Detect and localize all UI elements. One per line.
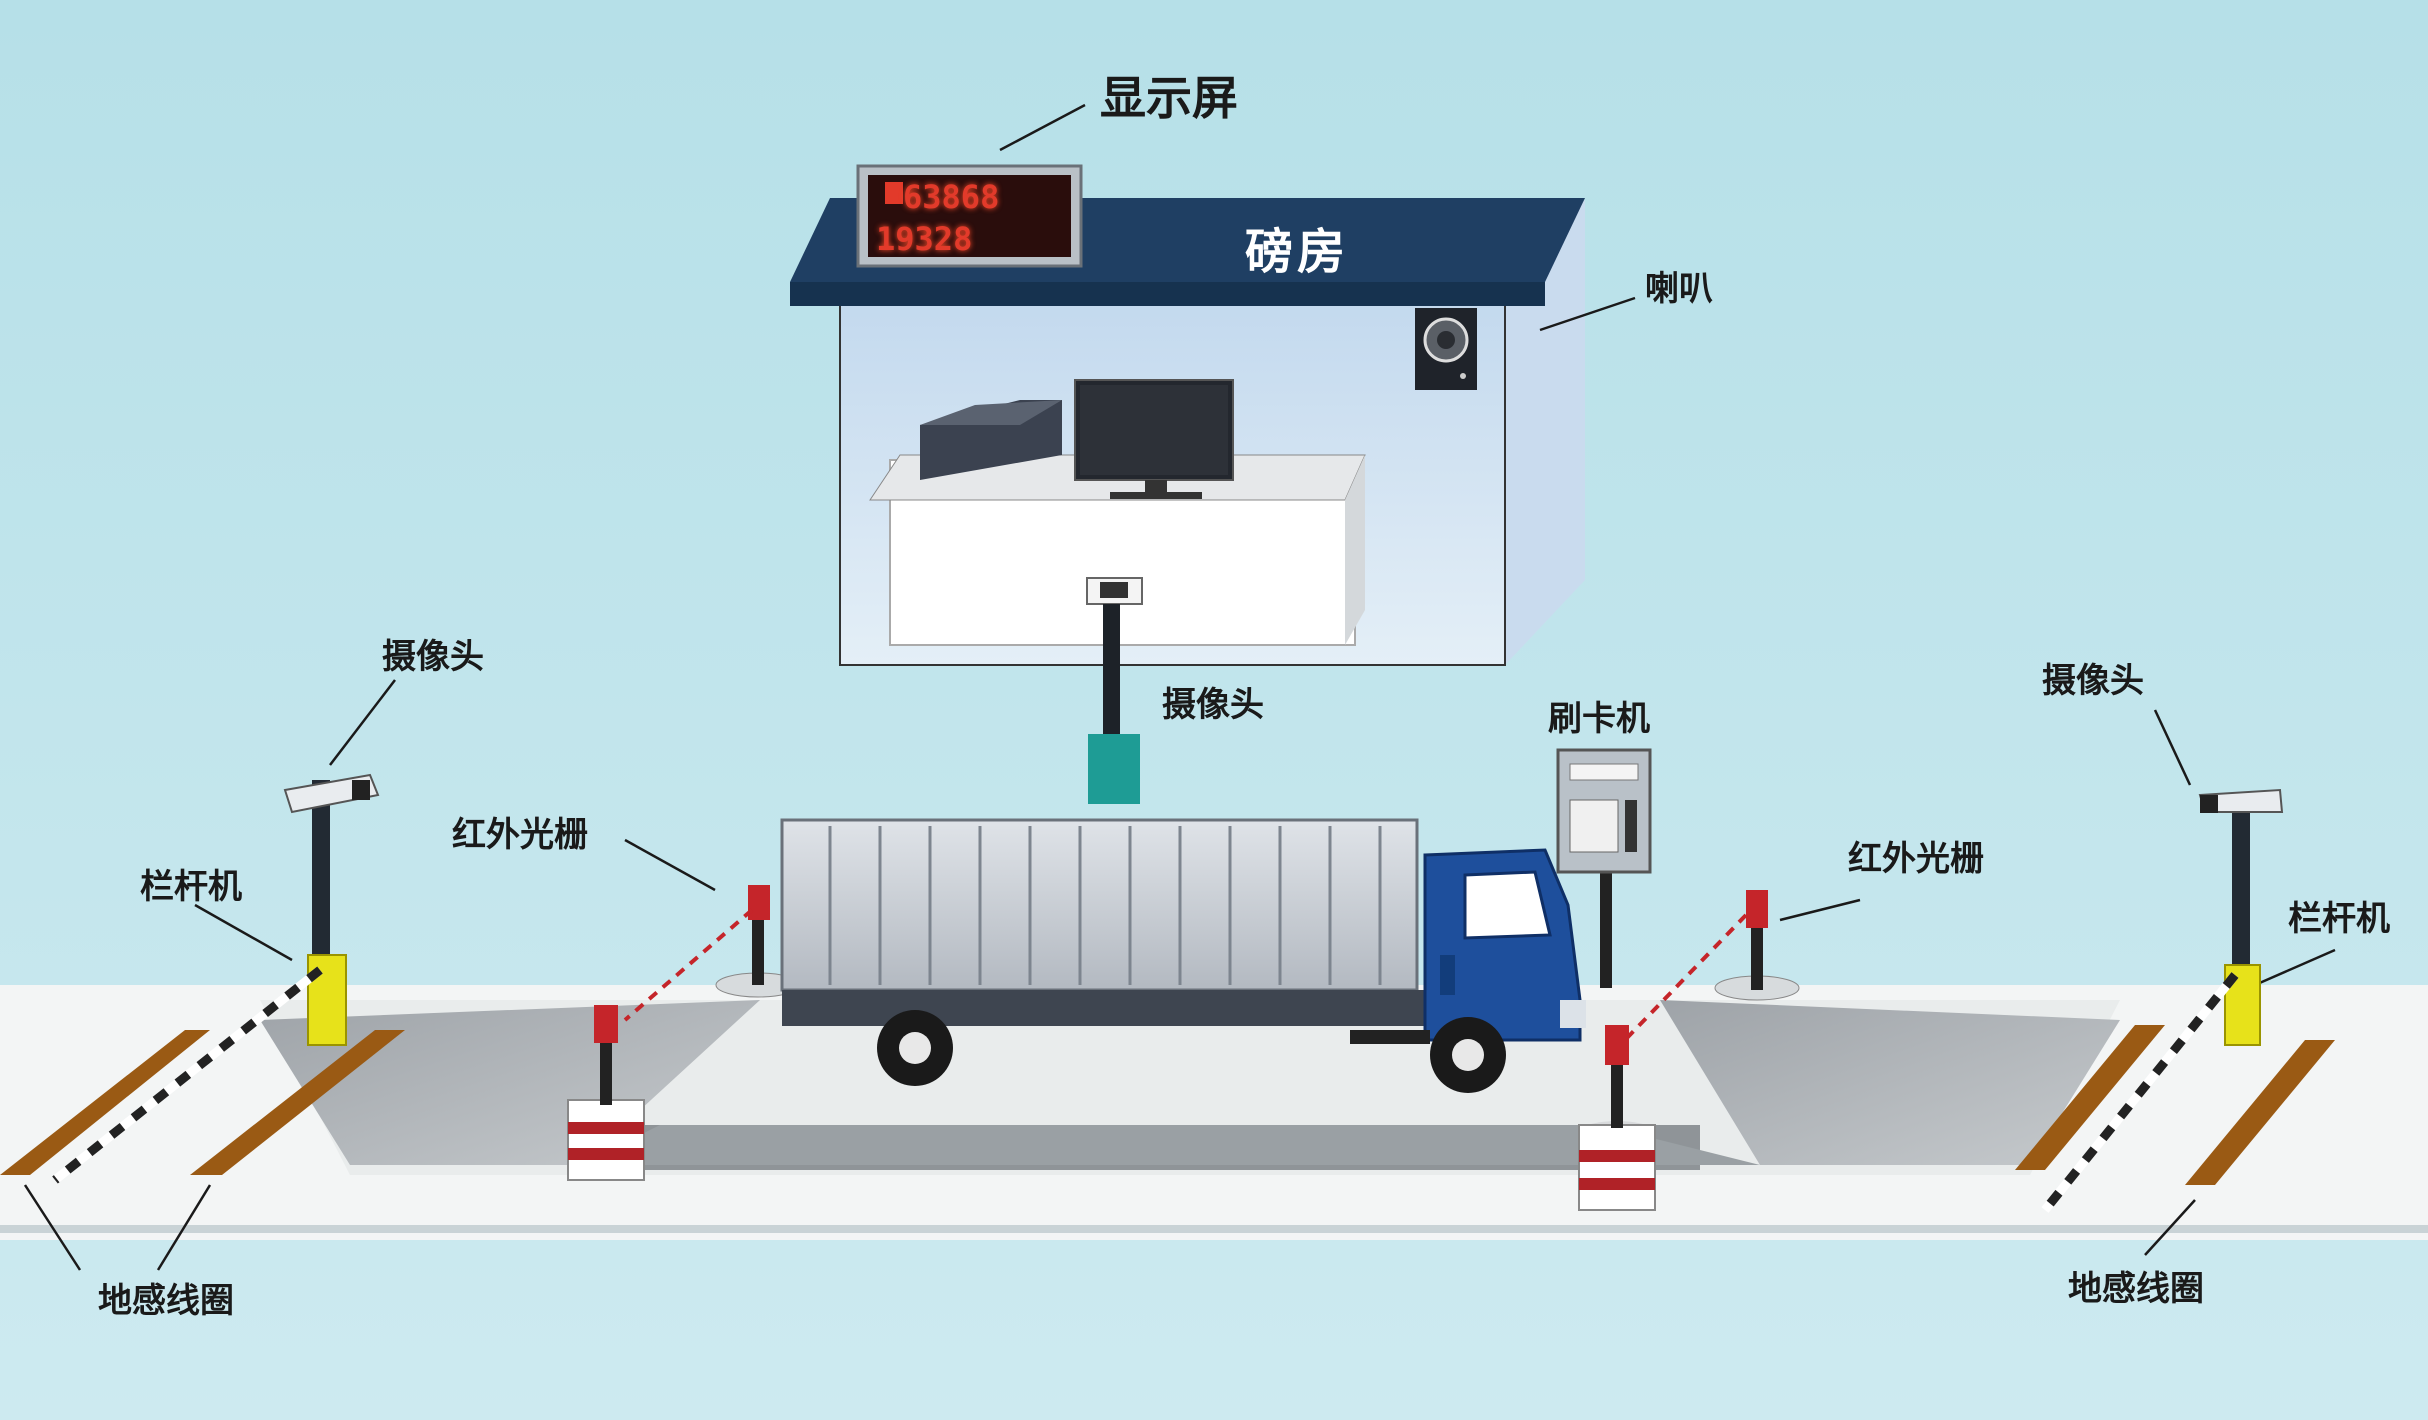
ground-loop-right-2: [2185, 1040, 2335, 1185]
ground-loop-right-1: [2015, 1025, 2165, 1170]
label-barrier-left: 栏杆机: [140, 867, 242, 907]
scale-platform-right: [1660, 1000, 2120, 1165]
label-speaker: 喇叭: [1645, 269, 1713, 309]
ir-grating-left: [567, 885, 801, 1181]
label-camera-left: 摄像头: [382, 637, 484, 677]
label-ground-loop-left: 地感线圈: [98, 1281, 234, 1321]
led-line-2: 19328: [876, 220, 973, 258]
label-camera-right: 摄像头: [2042, 661, 2144, 701]
label-ir-grating-left: 红外光栅: [452, 815, 588, 855]
label-ground-loop-right: 地感线圈: [2068, 1269, 2204, 1309]
left-barrier: [52, 954, 347, 1184]
label-ir-grating-right: 红外光栅: [1848, 839, 1984, 879]
center-camera: [1086, 577, 1143, 804]
speaker: [1415, 308, 1477, 390]
truck: [780, 818, 1586, 1093]
led-display-board: [856, 164, 1083, 268]
label-camera-center: 摄像头: [1162, 685, 1264, 725]
card-reader: [1556, 748, 1652, 988]
label-barrier-right: 栏杆机: [2288, 899, 2390, 939]
weigh-room-title: 磅房: [1245, 224, 1350, 280]
ground-loop-left-2: [190, 1030, 405, 1175]
led-line-1: 63868: [903, 178, 1000, 216]
left-camera: [283, 773, 380, 955]
cargo-box: [780, 818, 1419, 992]
label-card-reader: 刷卡机: [1548, 699, 1650, 739]
monitor: [1074, 379, 1234, 499]
printer: [920, 400, 1062, 480]
ground-loop-left-1: [0, 1030, 210, 1175]
leader-lines: [23, 103, 2336, 1271]
label-display-screen: 显示屏: [1100, 71, 1238, 125]
right-barrier: [2041, 964, 2261, 1213]
ir-grating-right: [1578, 890, 1800, 1211]
right-camera: [2198, 788, 2284, 970]
